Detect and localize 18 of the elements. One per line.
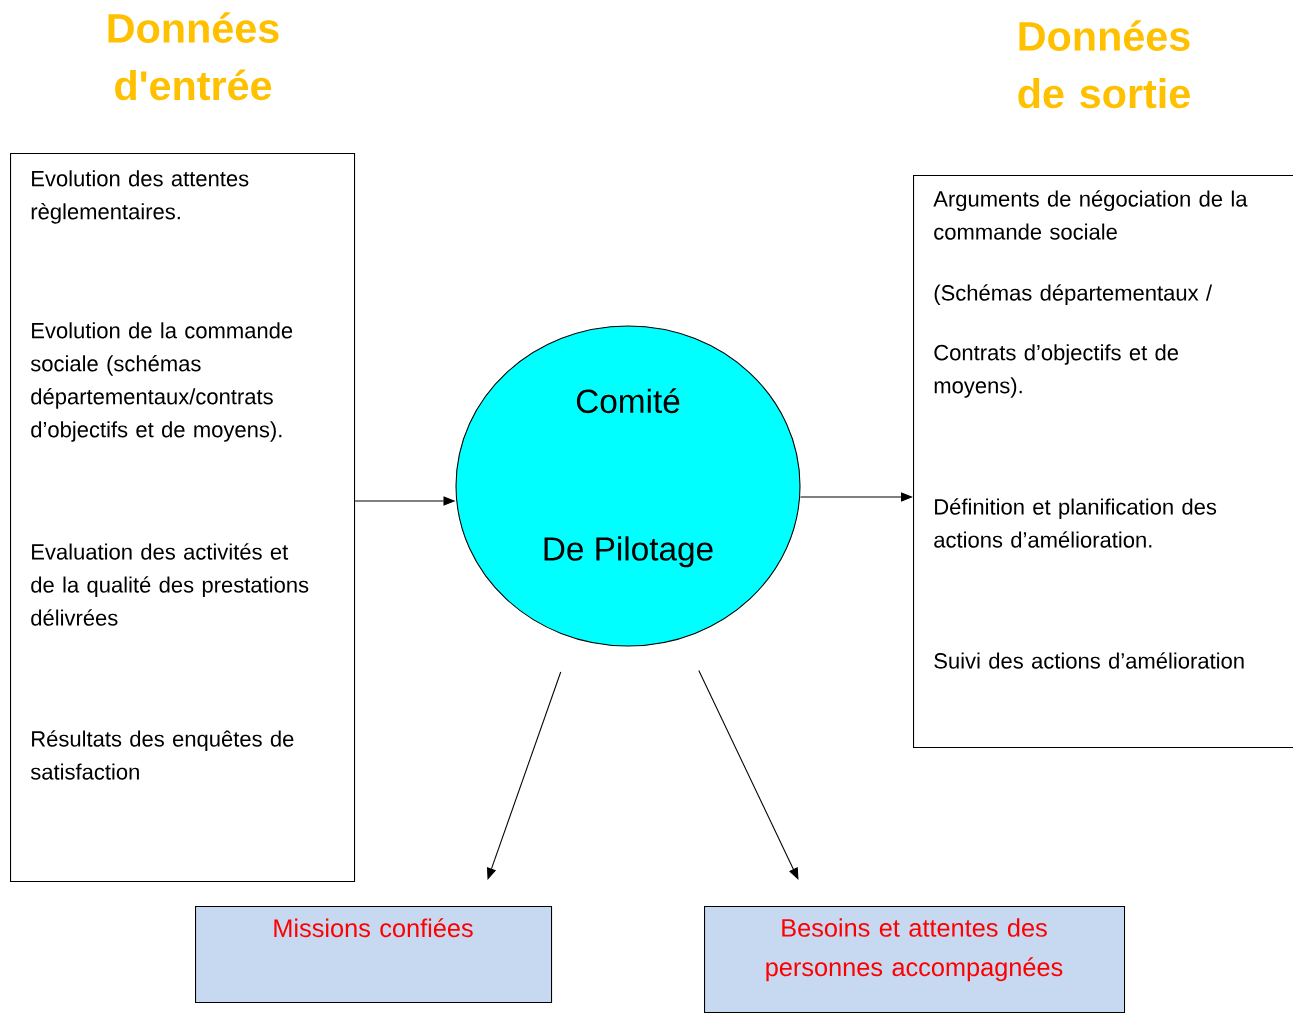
output-box: Besoins et attentes des personnes accompagnées bbox=[704, 906, 1126, 1013]
heading: Données d'entrée bbox=[108, 12, 279, 101]
box-text: Arguments de négociation de la commande sociale bbox=[933, 190, 1248, 240]
box-text: Evolution des attentes règlementaires. bbox=[31, 170, 249, 224]
box-text: Evaluation des activités et de la qualité des prestations délivrées bbox=[31, 543, 309, 626]
box-text: Définition et planification des actions d’amélioration. bbox=[934, 498, 1217, 548]
arrow bbox=[698, 670, 799, 880]
ellipse-text: De Pilotage bbox=[544, 536, 713, 568]
heading: Données de sortie bbox=[1018, 20, 1190, 109]
output-box: Missions confiées bbox=[195, 906, 553, 1004]
box-text: Suivi des actions d’amélioration bbox=[934, 652, 1244, 669]
box-text: Résultats des enquêtes de satisfaction bbox=[30, 730, 294, 780]
ellipse-text: Comité bbox=[576, 388, 680, 414]
box-text: Evolution de la commande sociale (schémas départementaux/contrats d’objectifs et de moyens). bbox=[30, 322, 293, 442]
arrow bbox=[487, 671, 562, 880]
box-text: Contrats d’objectifs et de moyens). bbox=[934, 344, 1179, 398]
arrow bbox=[800, 492, 913, 502]
box-text: (Schémas départementaux / bbox=[934, 284, 1212, 305]
